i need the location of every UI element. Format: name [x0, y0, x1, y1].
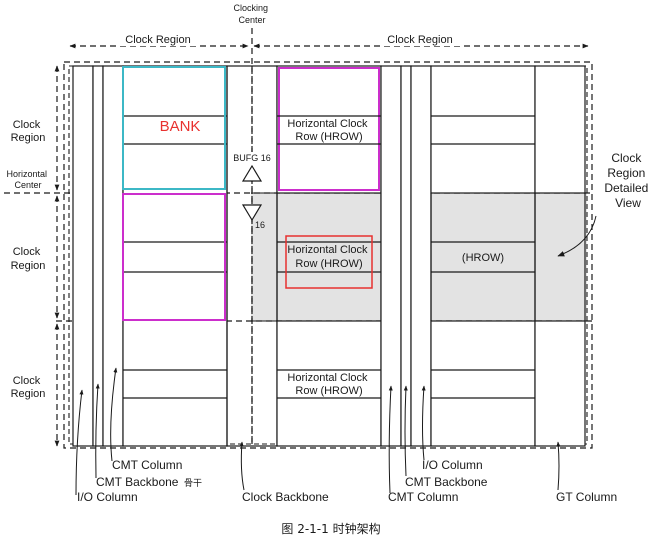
cmt-column-right-label: CMT Column — [388, 490, 458, 504]
block-column-left — [122, 65, 228, 447]
cmt-backbone-note: 骨干 — [184, 478, 202, 488]
clock-backbone-pointer — [239, 441, 245, 491]
gt-column-label: GT Column — [556, 490, 617, 504]
hrow-bottom-label: Horizontal Clock Row (HROW) — [287, 372, 370, 397]
io-column-left-label: I/O Column — [77, 490, 138, 504]
cmt-backbone-right-pointer — [403, 385, 408, 477]
detailed-view-label: Clock Region Detailed View — [604, 151, 651, 210]
hrow-right-label: (HROW) — [462, 252, 504, 264]
clock-region-1-label: Clock Region — [11, 119, 46, 144]
clock-region-2-label: Clock Region — [11, 246, 46, 272]
detailed-view-arrow — [557, 215, 597, 257]
block-column-right-bottom — [430, 320, 536, 447]
io-column-right-pointer — [421, 385, 426, 461]
clock-region-left-label: Clock Region — [125, 34, 190, 46]
block-column-right-top — [430, 65, 536, 194]
bufg-down-triangle-icon — [241, 204, 263, 222]
hrow-frame-top — [278, 67, 380, 191]
cmt-backbone-left-label: CMT Backbone — [96, 475, 179, 489]
gt-column-bottom — [534, 320, 586, 447]
clocking-center-label: Clocking Center — [233, 3, 270, 25]
region-frame-left — [122, 193, 226, 321]
cmt-backbone-right-label: CMT Backbone — [405, 475, 488, 489]
cmt-column-left-pointer — [110, 367, 118, 462]
bufg-label: BUFG 16 — [233, 153, 271, 163]
cmt-column-left-label: CMT Column — [112, 458, 182, 472]
clock-region-3-label: Clock Region — [11, 375, 46, 400]
gt-column-pointer — [556, 441, 561, 491]
io-column-right-label: I/O Column — [422, 458, 483, 472]
bufg-up-triangle-icon — [241, 164, 263, 182]
cmt-backbone-left-pointer — [95, 383, 100, 479]
hrow-highlight-box — [285, 235, 373, 289]
io-column-left — [72, 65, 94, 447]
cmt-column-right — [410, 65, 432, 447]
hrow-column-top — [276, 65, 382, 194]
gt-column-top — [534, 65, 586, 194]
clock-region-right-label: Clock Region — [387, 34, 452, 46]
device-outline — [63, 61, 593, 449]
bank-label: BANK — [160, 118, 201, 135]
hrow-mid-label: Horizontal Clock Row (HROW) — [287, 244, 370, 270]
cmt-column-right-pointer — [388, 385, 393, 494]
bufg-count-label: 16 — [255, 220, 265, 230]
bank-frame — [122, 66, 226, 190]
horizontal-center-label: Horizontal Center — [6, 169, 49, 190]
hrow-column-bottom — [276, 320, 382, 447]
clock-backbone-label: Clock Backbone — [242, 490, 329, 504]
io-column-left-pointer — [75, 389, 84, 496]
figure-caption: 图 2-1-1 时钟架构 — [281, 521, 380, 536]
hrow-top-label: Horizontal Clock Row (HROW) — [287, 118, 370, 143]
